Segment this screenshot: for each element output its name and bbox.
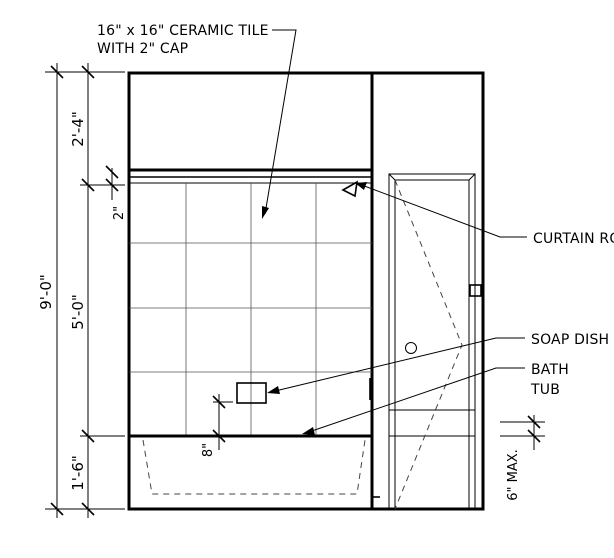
max-step-dimension: 6" MAX. xyxy=(506,449,521,501)
side-door xyxy=(372,173,482,510)
bath-tub xyxy=(129,378,372,495)
tile-height-dimension: 5'-0" xyxy=(69,294,87,330)
soap-dish-height-dimension: 8" xyxy=(201,443,216,457)
tile-cap xyxy=(129,168,372,184)
tile-label-line1: 16" x 16" CERAMIC TILE xyxy=(97,23,269,39)
tub-height-dimension: 1'-6" xyxy=(69,455,87,491)
bath-tub-label-line2: TUB xyxy=(530,382,560,398)
soap-dish-label: SOAP DISH xyxy=(531,332,609,348)
bath-tub-label-line1: BATH xyxy=(531,362,569,378)
wall-outline xyxy=(127,71,485,511)
overall-height-dimension: 9'-0" xyxy=(37,274,55,310)
tile-label-line2: WITH 2" CAP xyxy=(97,41,188,57)
curtain-rod-label: CURTAIN RO xyxy=(533,231,614,247)
ceramic-tile-grid xyxy=(129,183,372,436)
curtain-rod-bracket xyxy=(341,180,359,198)
cap-dimension: 2" xyxy=(112,206,127,220)
dimension-lines xyxy=(45,63,545,518)
leader-lines xyxy=(262,29,527,435)
upper-band-dimension: 2'-4" xyxy=(69,111,87,147)
soap-dish xyxy=(236,382,267,404)
